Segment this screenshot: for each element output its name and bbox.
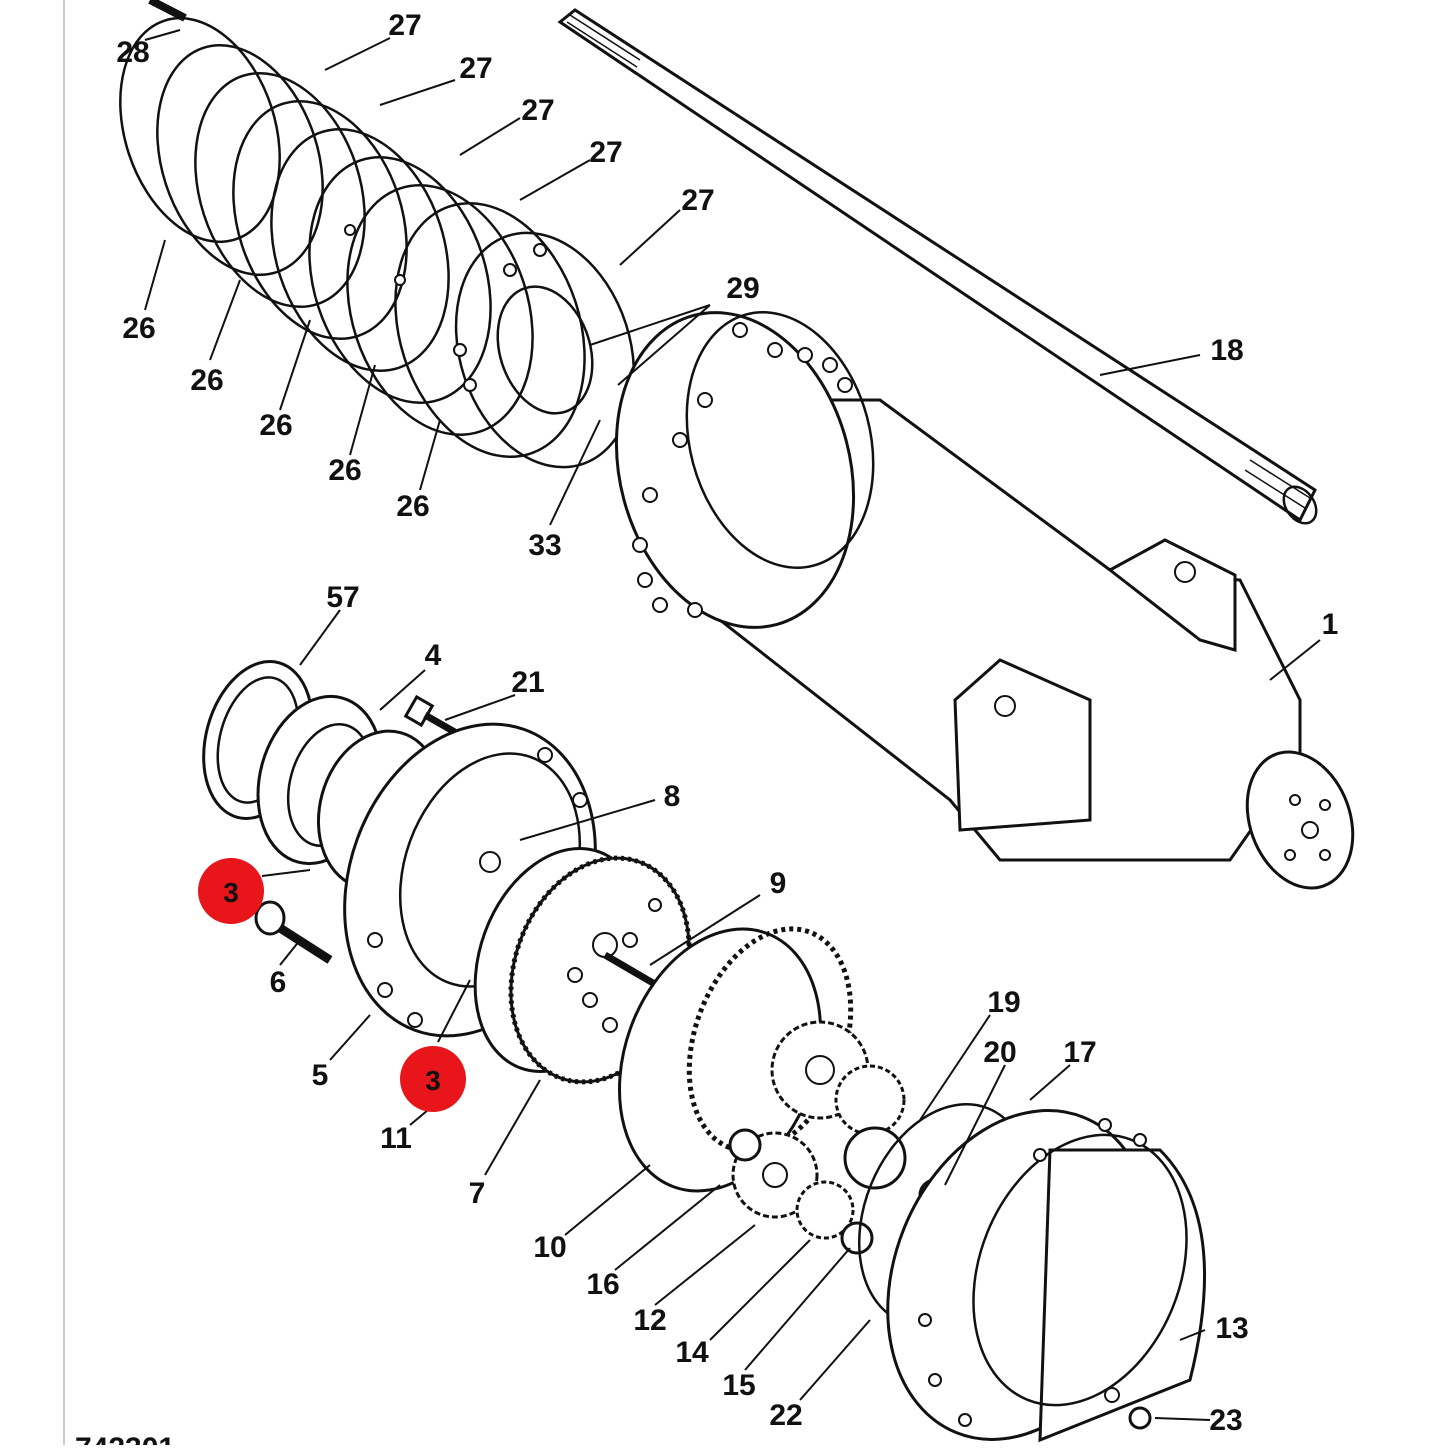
callout-label: 26 <box>122 312 155 345</box>
leader-lines <box>144 29 1321 1421</box>
clutch-plate-stack <box>119 0 636 469</box>
callout-label: 28 <box>116 36 149 69</box>
bolt-21 <box>403 694 462 739</box>
callout-label: 23 <box>1209 1404 1242 1437</box>
hub-cover <box>886 1109 1207 1443</box>
axle-housing <box>614 311 1355 890</box>
wheel-stud-6 <box>254 900 333 964</box>
callout-label: 5 <box>312 1059 329 1092</box>
callout-label: 12 <box>633 1304 666 1337</box>
highlight-label: 3 <box>425 1065 441 1096</box>
callout-label: 1 <box>1322 608 1339 641</box>
callout-label: 16 <box>586 1268 619 1301</box>
highlight-marker-3-lower[interactable]: 3 <box>400 1046 466 1112</box>
callout-label: 29 <box>726 272 759 305</box>
highlight-label: 3 <box>223 877 239 908</box>
pin-28 <box>148 0 187 22</box>
callout-label: 22 <box>769 1399 802 1432</box>
callout-label: 4 <box>425 639 442 672</box>
callout-label: 57 <box>326 581 359 614</box>
callout-label: 26 <box>396 490 429 523</box>
callout-label: 18 <box>1210 334 1243 367</box>
callout-label: 27 <box>681 184 714 217</box>
callout-label: 13 <box>1215 1312 1248 1345</box>
callout-label: 20 <box>983 1036 1016 1069</box>
callout-labels: 28 27 27 27 27 27 29 18 26 26 26 26 26 3… <box>116 9 1338 1437</box>
callout-label: 19 <box>987 986 1020 1019</box>
callout-label: 8 <box>664 780 681 813</box>
callout-label: 21 <box>511 666 544 699</box>
callout-label: 26 <box>259 409 292 442</box>
callout-label: 26 <box>328 454 361 487</box>
callout-label: 6 <box>270 966 287 999</box>
callout-label: 17 <box>1063 1036 1096 1069</box>
callout-label: 14 <box>675 1336 709 1369</box>
callout-label: 9 <box>770 867 787 900</box>
callout-label: 33 <box>528 529 561 562</box>
highlight-circle <box>198 858 264 924</box>
highlight-marker-3-upper[interactable]: 3 <box>198 858 264 924</box>
callout-label: 26 <box>190 364 223 397</box>
callout-label: 11 <box>380 1122 412 1155</box>
callout-label: 27 <box>388 9 421 42</box>
callout-label: 27 <box>459 52 492 85</box>
highlight-circle <box>400 1046 466 1112</box>
callout-label: 27 <box>521 94 554 127</box>
drive-shaft <box>557 8 1318 525</box>
figure-number: 742301 <box>75 1432 175 1445</box>
callout-label: 7 <box>469 1177 486 1210</box>
callout-label: 10 <box>533 1231 566 1264</box>
drain-plug-23 <box>1128 1406 1152 1430</box>
callout-label: 15 <box>722 1369 755 1402</box>
callout-label: 27 <box>589 136 622 169</box>
